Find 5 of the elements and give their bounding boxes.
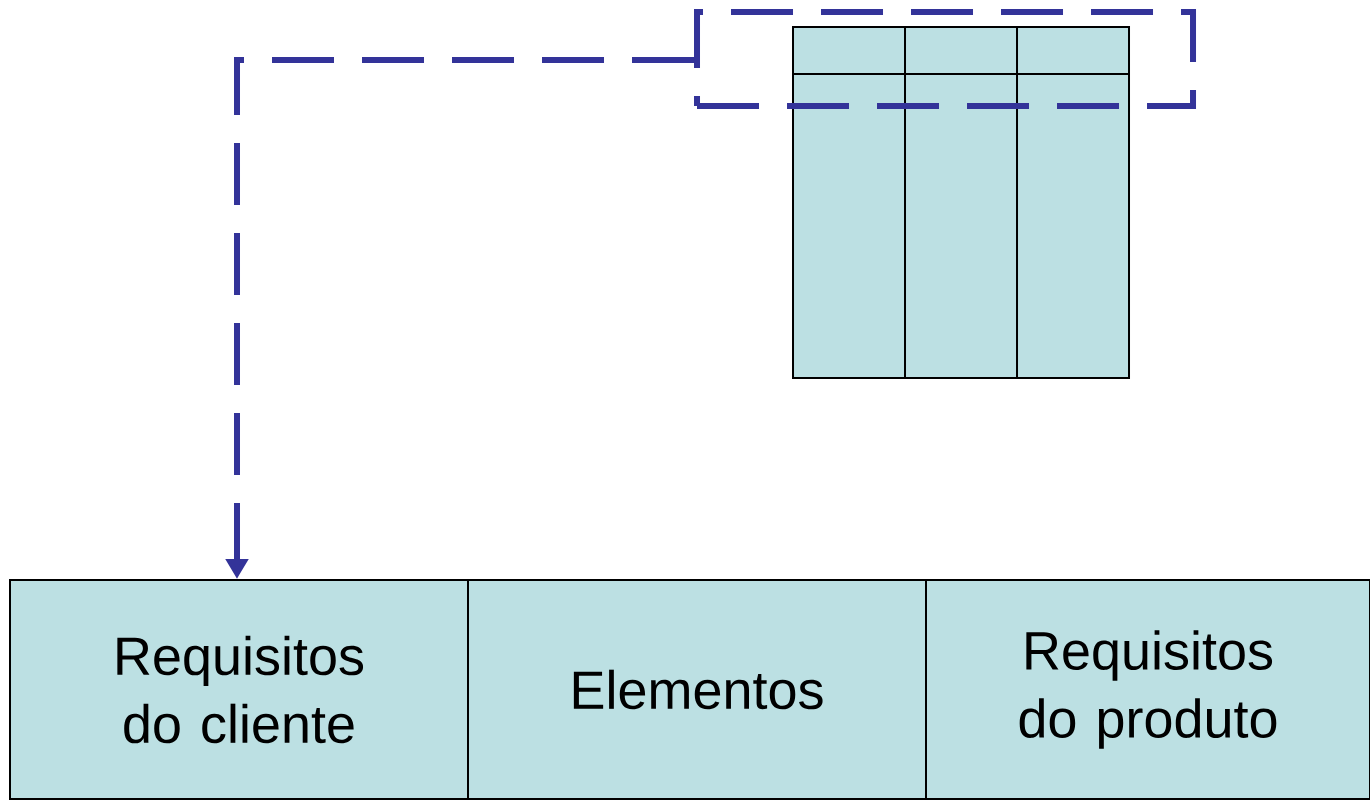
highlight-box bbox=[694, 9, 1196, 109]
table-cell: Requisitos do cliente bbox=[9, 579, 469, 800]
table-cell: Elementos bbox=[467, 579, 927, 800]
table-cell: Requisitos do produto bbox=[925, 579, 1370, 800]
node-label: Requisitos do produto bbox=[1019, 630, 1277, 749]
